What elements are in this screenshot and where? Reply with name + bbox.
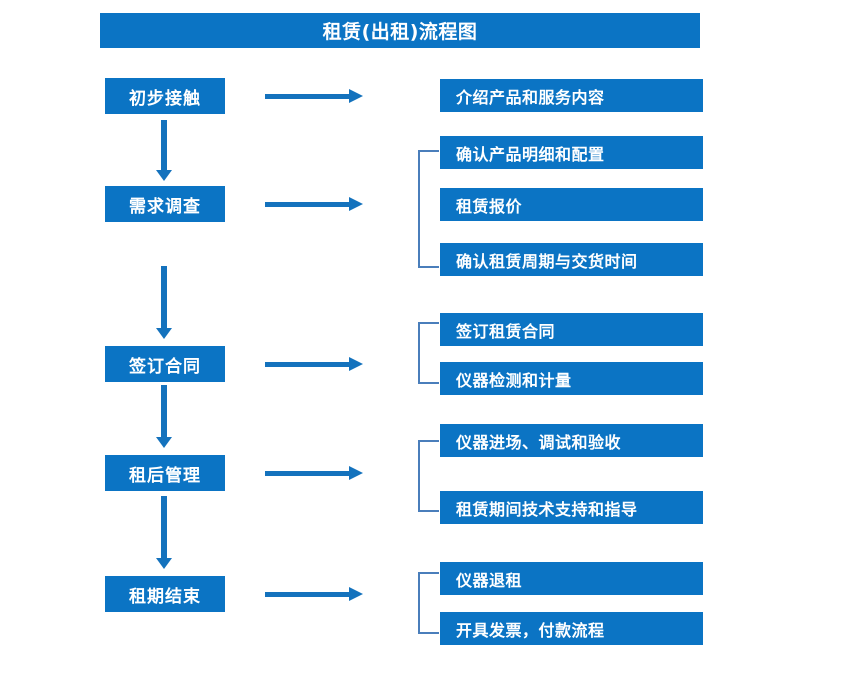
stage-box-5[interactable]: 租期结束 (105, 576, 225, 612)
bracket-group-3 (418, 440, 439, 512)
detail-box-7[interactable]: 仪器进场、调试和验收 (440, 424, 703, 457)
detail-box-3[interactable]: 租赁报价 (440, 188, 703, 221)
horizontal-arrow-3 (265, 357, 363, 371)
detail-box-10[interactable]: 开具发票，付款流程 (440, 612, 703, 645)
bracket-group-1 (418, 150, 439, 268)
horizontal-arrow-1 (265, 89, 363, 103)
detail-box-4[interactable]: 确认租赁周期与交货时间 (440, 243, 703, 276)
vertical-arrow-3 (156, 385, 172, 449)
horizontal-arrow-5 (265, 587, 363, 601)
detail-box-9[interactable]: 仪器退租 (440, 562, 703, 595)
stage-box-2[interactable]: 需求调查 (105, 186, 225, 222)
detail-box-2[interactable]: 确认产品明细和配置 (440, 136, 703, 169)
vertical-arrow-2 (156, 266, 172, 340)
bracket-group-2 (418, 322, 439, 384)
detail-box-5[interactable]: 签订租赁合同 (440, 313, 703, 346)
detail-box-1[interactable]: 介绍产品和服务内容 (440, 79, 703, 112)
horizontal-arrow-2 (265, 197, 363, 211)
page-title: 租赁(出租)流程图 (100, 13, 700, 48)
detail-box-8[interactable]: 租赁期间技术支持和指导 (440, 491, 703, 524)
horizontal-arrow-4 (265, 466, 363, 480)
vertical-arrow-4 (156, 496, 172, 570)
detail-box-6[interactable]: 仪器检测和计量 (440, 362, 703, 395)
vertical-arrow-1 (156, 120, 172, 182)
stage-box-1[interactable]: 初步接触 (105, 78, 225, 114)
stage-box-3[interactable]: 签订合同 (105, 346, 225, 382)
stage-box-4[interactable]: 租后管理 (105, 455, 225, 491)
bracket-group-4 (418, 572, 439, 634)
